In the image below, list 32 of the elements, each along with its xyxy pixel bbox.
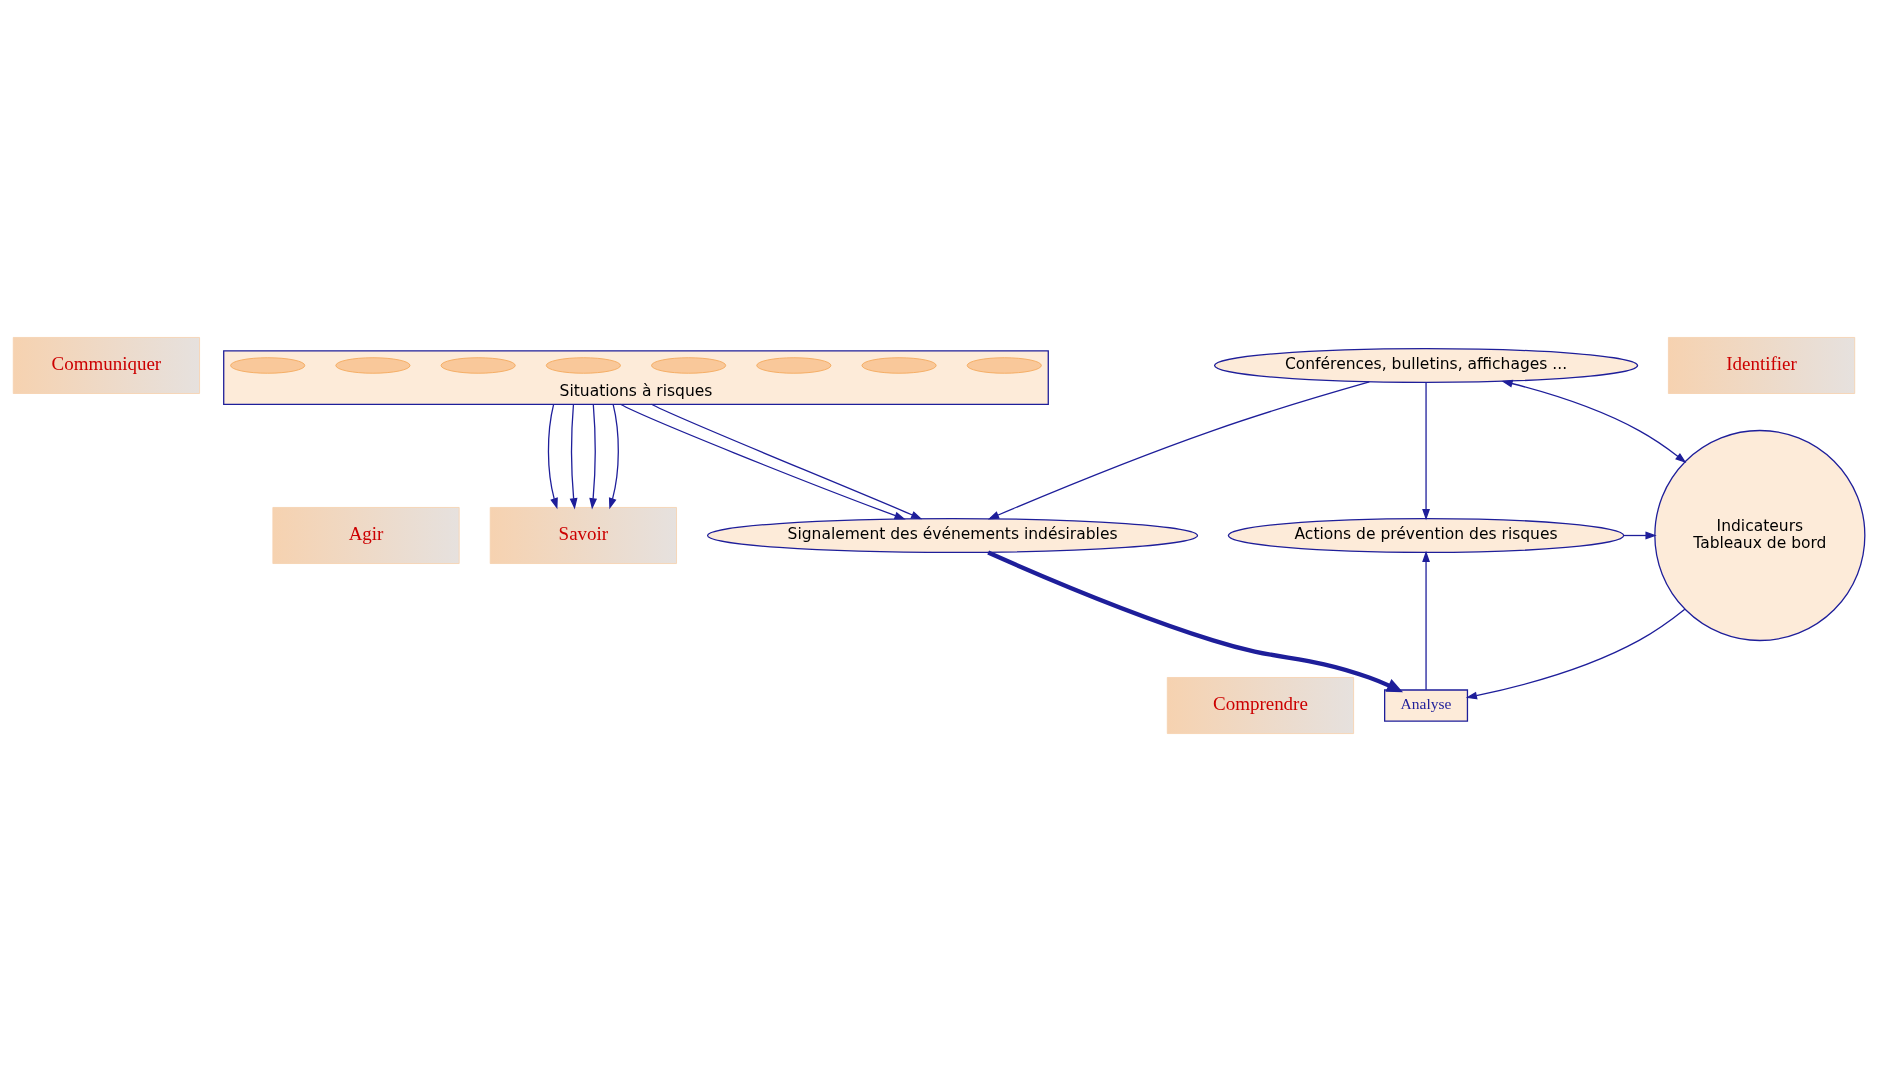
node-ellipse (335, 357, 411, 374)
node-ellipse (651, 357, 727, 374)
node-ellipse: Conférences, bulletins, affichages ... (1213, 347, 1639, 384)
node-ellipse: Signalement des événements indésirables (706, 517, 1199, 554)
arrow (1422, 550, 1430, 691)
arrow (1623, 531, 1657, 540)
node-box: Savoir (489, 507, 677, 564)
node-ellipse (966, 357, 1042, 374)
node-box: Agir (272, 507, 460, 564)
node-box: Identifier (1668, 337, 1856, 394)
arrow (608, 403, 619, 510)
node-box: Analyse (1384, 689, 1469, 722)
arrow (987, 381, 1370, 520)
arrow (650, 403, 923, 520)
arrow (547, 403, 558, 510)
node-ellipse (861, 357, 937, 374)
arrow (987, 550, 1404, 693)
node-box: Comprendre (1166, 677, 1355, 734)
arrow (1465, 608, 1686, 700)
arrow (1422, 382, 1430, 521)
arrow (1501, 379, 1687, 463)
arrow (589, 403, 598, 510)
node-ellipse (230, 357, 306, 374)
arrow (569, 403, 578, 510)
node-ellipse (756, 357, 832, 374)
node-ellipse (545, 357, 621, 374)
arrow (619, 403, 906, 520)
node-box: Communiquer (12, 337, 200, 394)
node-ellipse (440, 357, 516, 374)
cluster: Situations à risques (223, 350, 1049, 405)
node-circle: Indicateurs Tableaux de bord (1654, 429, 1866, 642)
node-ellipse: Actions de prévention des risques (1227, 517, 1625, 554)
